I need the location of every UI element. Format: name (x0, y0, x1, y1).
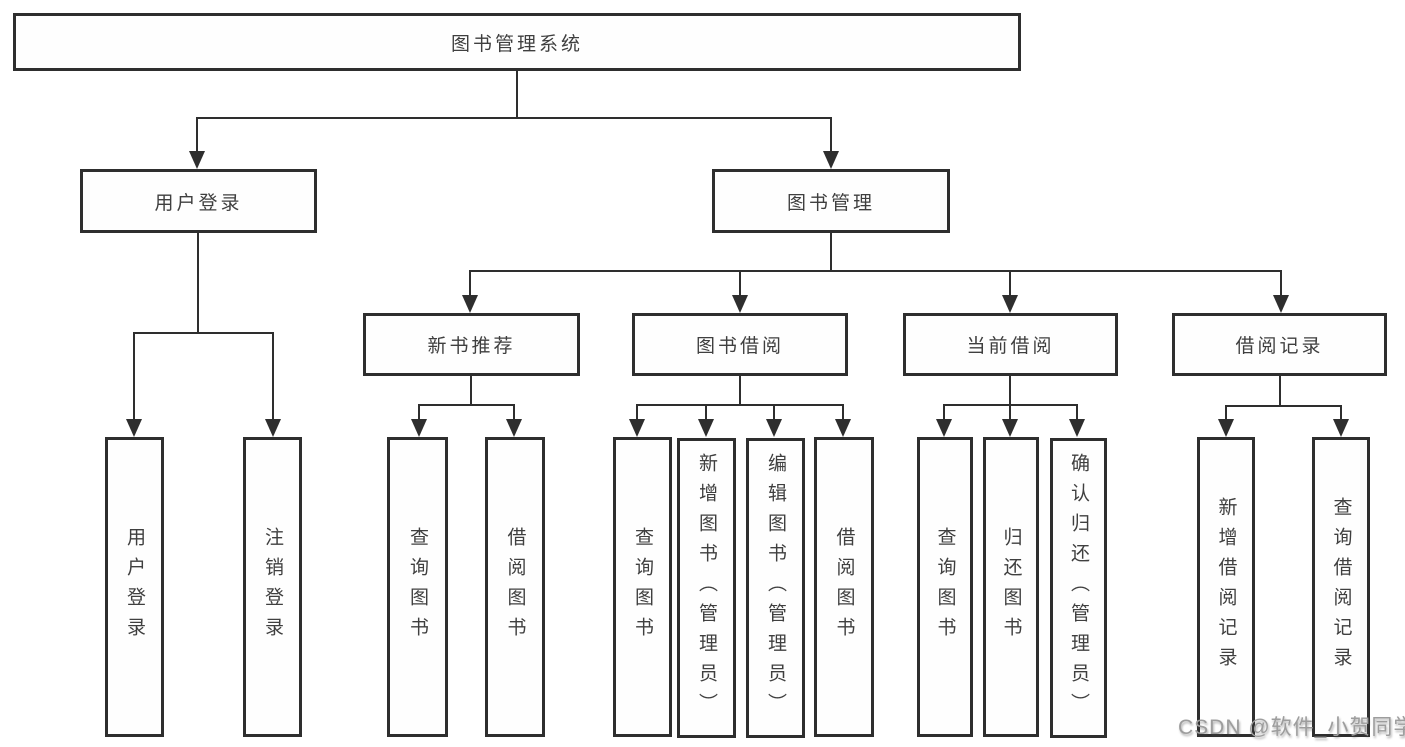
leaf-user-login: 用户登录 (105, 437, 164, 737)
connector-line (1340, 405, 1342, 420)
leaf-confirm-return-admin: 确认归还（管理员） (1050, 438, 1107, 738)
arrowhead-icon (835, 419, 851, 437)
connector-line (418, 404, 515, 406)
leaf-add-books-admin-label: 新增图书（管理员） (696, 453, 717, 723)
arrowhead-icon (265, 419, 281, 437)
node-new-book-recommend-label: 新书推荐 (427, 336, 516, 357)
arrowhead-icon (1069, 419, 1085, 437)
connector-line (516, 71, 518, 118)
node-borrowing-records: 借阅记录 (1172, 313, 1387, 376)
node-borrowing-records-label: 借阅记录 (1235, 336, 1324, 357)
node-current-borrowing: 当前借阅 (903, 313, 1118, 376)
connector-line (773, 404, 775, 420)
leaf-query-books-current-label: 查询图书 (934, 527, 956, 647)
arrowhead-icon (411, 419, 427, 437)
arrowhead-icon (506, 419, 522, 437)
connector-line (1009, 270, 1011, 297)
connector-line (196, 117, 198, 152)
connector-line (842, 404, 844, 420)
leaf-logout: 注销登录 (243, 437, 302, 737)
connector-line (1280, 270, 1282, 297)
leaf-return-books-label: 归还图书 (1000, 527, 1022, 647)
leaf-borrow-books-recommend-label: 借阅图书 (504, 527, 526, 647)
connector-line (469, 270, 471, 297)
connector-line (1009, 404, 1011, 420)
connector-line (636, 404, 638, 420)
leaf-borrow-books: 借阅图书 (814, 437, 874, 737)
connector-line (739, 270, 741, 297)
connector-line (470, 376, 472, 406)
leaf-query-books-borrowing: 查询图书 (613, 437, 672, 737)
arrowhead-icon (732, 295, 748, 313)
connector-line (133, 332, 274, 334)
arrowhead-icon (1218, 419, 1234, 437)
connector-line (636, 404, 844, 406)
arrowhead-icon (1002, 295, 1018, 313)
arrowhead-icon (126, 419, 142, 437)
connector-line (196, 117, 832, 119)
arrowhead-icon (189, 151, 205, 169)
connector-line (197, 233, 199, 334)
arrowhead-icon (698, 419, 714, 437)
node-user-login: 用户登录 (80, 169, 317, 233)
arrowhead-icon (1002, 419, 1018, 437)
node-new-book-recommend: 新书推荐 (363, 313, 580, 376)
leaf-add-borrow-record-label: 新增借阅记录 (1215, 497, 1237, 677)
leaf-query-borrow-record-label: 查询借阅记录 (1330, 497, 1352, 677)
leaf-query-books-recommend-label: 查询图书 (407, 527, 428, 647)
leaf-query-borrow-record: 查询借阅记录 (1312, 437, 1370, 737)
connector-line (272, 332, 274, 420)
leaf-query-books-recommend: 查询图书 (387, 437, 448, 737)
leaf-add-borrow-record: 新增借阅记录 (1197, 437, 1255, 737)
connector-line (1076, 404, 1078, 420)
arrowhead-icon (462, 295, 478, 313)
leaf-add-books-admin: 新增图书（管理员） (677, 438, 736, 738)
node-current-borrowing-label: 当前借阅 (966, 336, 1055, 357)
leaf-edit-books-admin: 编辑图书（管理员） (746, 438, 805, 738)
connector-line (830, 233, 832, 272)
node-book-management: 图书管理 (712, 169, 950, 233)
node-root-label: 图书管理系统 (450, 33, 583, 55)
connector-line (1279, 376, 1281, 407)
arrowhead-icon (936, 419, 952, 437)
connector-line (1225, 405, 1342, 407)
connector-line (830, 117, 832, 152)
leaf-borrow-books-recommend: 借阅图书 (485, 437, 545, 737)
connector-line (513, 404, 515, 420)
arrowhead-icon (823, 151, 839, 169)
leaf-user-login-label: 用户登录 (124, 527, 145, 647)
connector-line (943, 404, 945, 420)
leaf-borrow-books-label: 借阅图书 (833, 527, 855, 647)
connector-line (1009, 376, 1011, 406)
node-book-borrowing-label: 图书借阅 (695, 336, 784, 357)
arrowhead-icon (1333, 419, 1349, 437)
leaf-logout-label: 注销登录 (262, 527, 283, 647)
node-root: 图书管理系统 (13, 13, 1021, 71)
csdn-watermark: CSDN @软件_小贺同学 (1178, 716, 1405, 739)
arrowhead-icon (1273, 295, 1289, 313)
leaf-query-books-current: 查询图书 (917, 437, 973, 737)
node-book-management-label: 图书管理 (786, 192, 875, 214)
leaf-query-books-borrowing-label: 查询图书 (632, 527, 653, 647)
connector-line (469, 270, 1282, 272)
leaf-return-books: 归还图书 (983, 437, 1039, 737)
connector-line (1225, 405, 1227, 420)
connector-line (133, 332, 135, 420)
node-user-login-label: 用户登录 (154, 192, 243, 214)
node-book-borrowing: 图书借阅 (632, 313, 848, 376)
connector-line (705, 404, 707, 420)
arrowhead-icon (629, 419, 645, 437)
arrowhead-icon (766, 419, 782, 437)
connector-line (739, 376, 741, 406)
leaf-confirm-return-admin-label: 确认归还（管理员） (1068, 453, 1089, 723)
connector-line (418, 404, 420, 420)
leaf-edit-books-admin-label: 编辑图书（管理员） (765, 453, 786, 723)
